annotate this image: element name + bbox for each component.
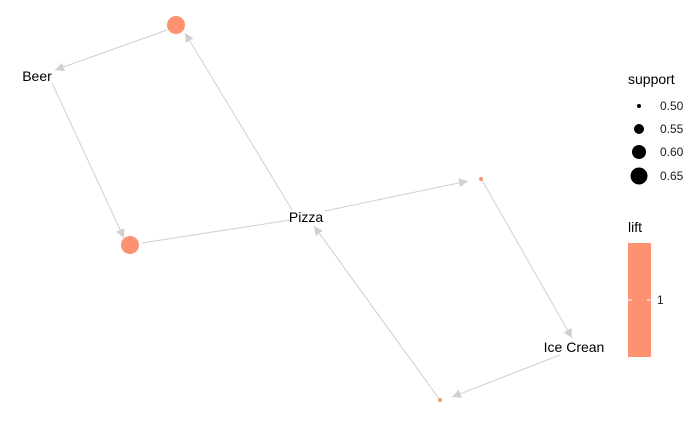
edge-rule-1-to-beer [54, 29, 168, 72]
support-legend-title: support [628, 71, 675, 87]
support-label-055: 0.55 [660, 122, 684, 136]
edge-beer-to-rule-2 [51, 82, 125, 239]
edge-rule-4-to-pizza [313, 225, 441, 401]
item-label-pizza[interactable]: Pizza [289, 209, 323, 225]
support-key-055 [634, 124, 644, 134]
edge-rule-3-to-ice-cream [481, 179, 573, 339]
rule-node-2[interactable] [121, 236, 139, 254]
lift-tick-label: 1 [657, 293, 664, 307]
rule-node-1[interactable] [167, 16, 185, 34]
edges [51, 29, 573, 401]
edge-pizza-to-rule-1 [184, 32, 293, 211]
lift-legend: lift 1 [628, 219, 664, 357]
support-label-050: 0.50 [660, 99, 684, 113]
rule-node-3[interactable] [479, 177, 483, 181]
lift-legend-title: lift [628, 219, 642, 235]
support-key-065 [630, 167, 648, 185]
edge-ice-cream-to-rule-4 [451, 354, 561, 398]
item-label-beer[interactable]: Beer [22, 68, 52, 84]
rule-nodes [121, 16, 483, 402]
support-label-065: 0.65 [660, 169, 684, 183]
support-key-050 [637, 104, 641, 108]
support-label-060: 0.60 [660, 145, 684, 159]
support-legend: support 0.50 0.55 0.60 0.65 [628, 71, 684, 185]
item-labels: Beer Pizza Ice Crean [22, 68, 604, 355]
rule-node-4[interactable] [438, 398, 442, 402]
support-key-060 [632, 145, 646, 159]
item-label-ice-cream[interactable]: Ice Crean [544, 339, 605, 355]
edge-rule-2-to-pizza [141, 219, 291, 244]
edge-pizza-to-rule-3 [324, 178, 469, 212]
lift-colorbar [628, 243, 651, 357]
